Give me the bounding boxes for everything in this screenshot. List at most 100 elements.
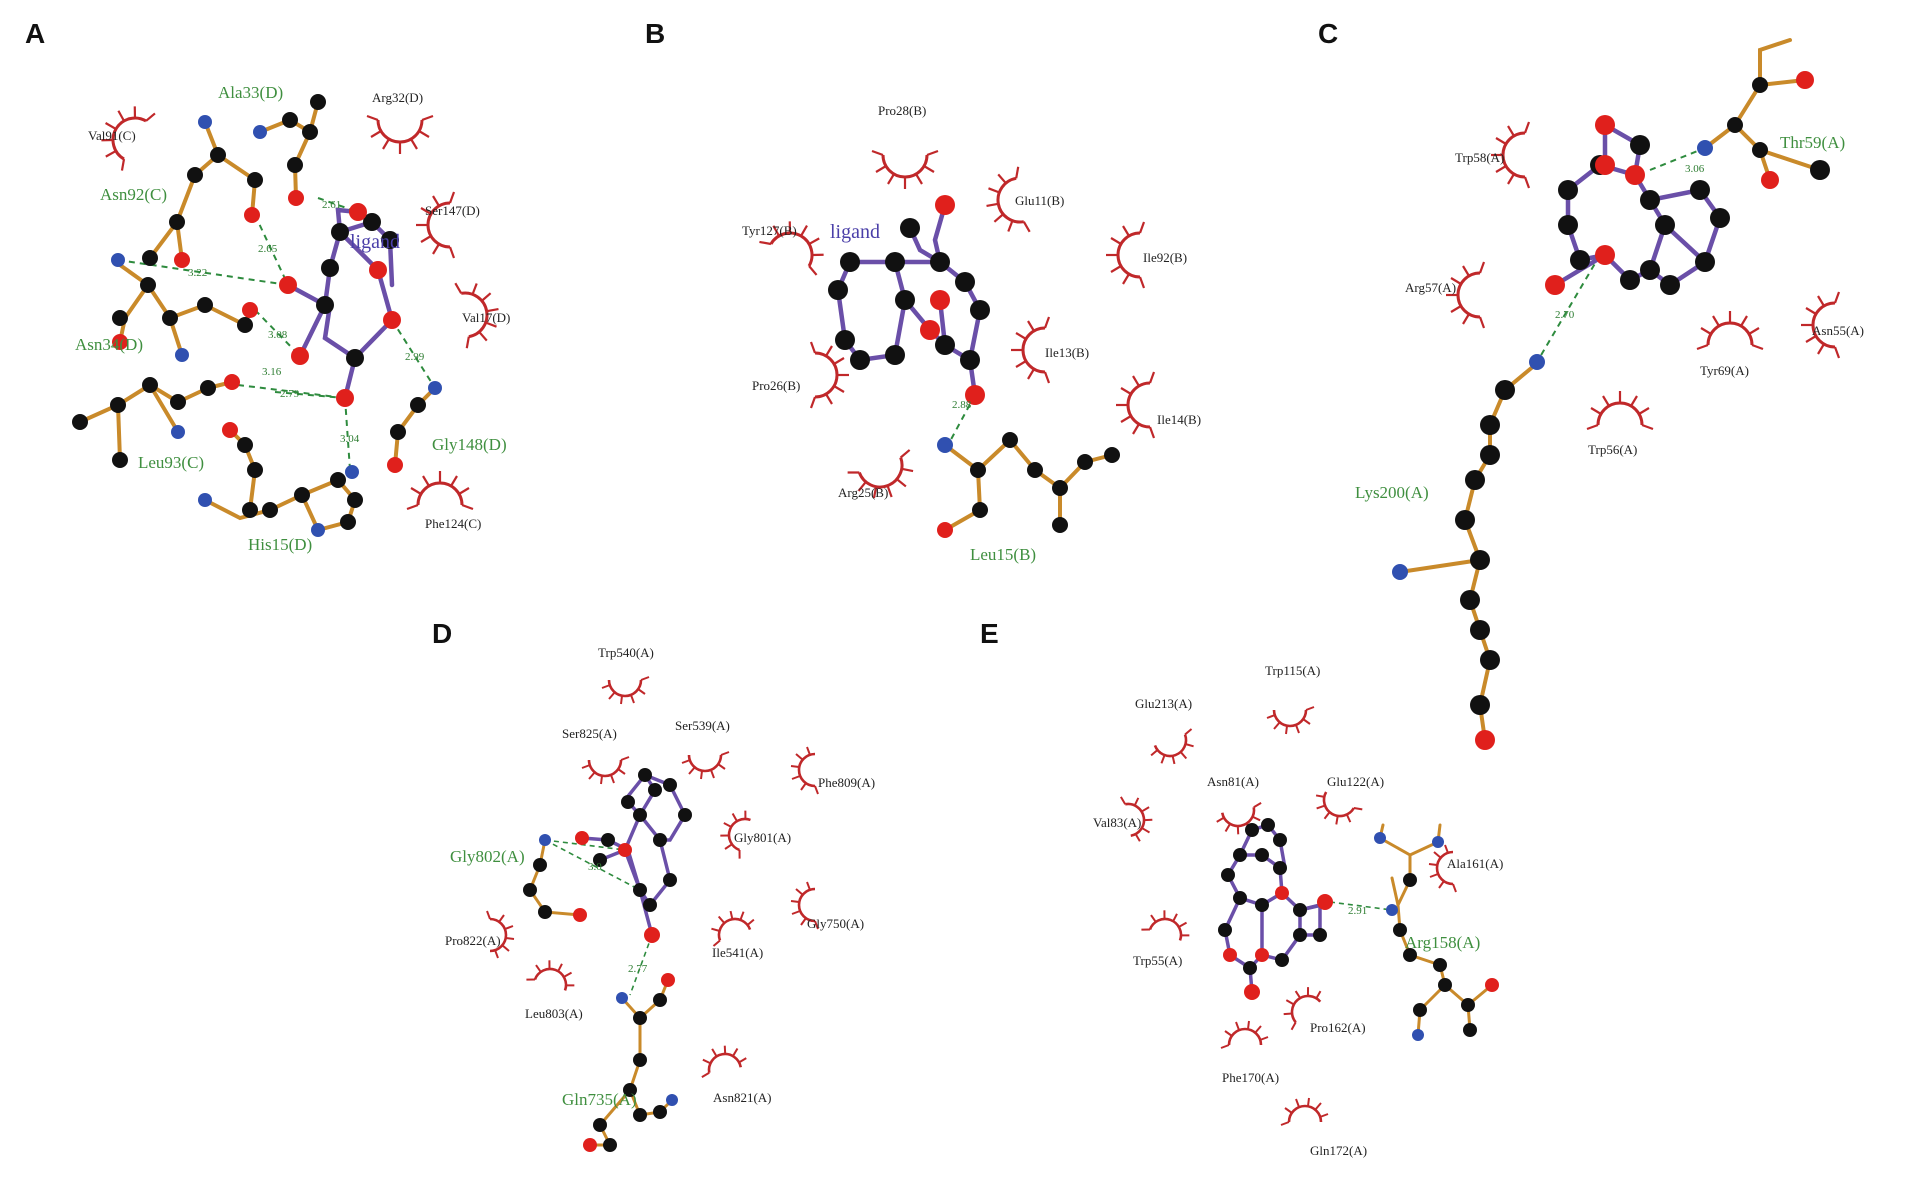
hydrophobic-arc [1219, 1019, 1270, 1050]
hydrophobic-label: Ser539(A) [675, 718, 730, 733]
residue-label: Asn92(C) [100, 185, 167, 204]
hydrophobic-label: Tyr69(A) [1700, 363, 1749, 378]
hydrophobic-arc [757, 207, 838, 277]
hydrophobic-label: Glu11(B) [1015, 193, 1064, 208]
residue-atoms [937, 432, 1120, 538]
hydrophobic-label: Trp55(A) [1133, 953, 1182, 968]
hydrophobic-label: Phe170(A) [1222, 1070, 1279, 1085]
hydrophobic-label: Asn821(A) [713, 1090, 772, 1105]
hydrophobic-label: Asn55(A) [1812, 323, 1864, 338]
hydrophobic-label: Gly750(A) [807, 916, 864, 931]
hydrophobic-arc [1306, 784, 1364, 835]
hydrophobic-arc [414, 190, 456, 260]
distance-label: 2.79 [280, 388, 300, 400]
panel-e: Arg158(A) Trp115(A) Glu213(A) Asn81(A) G… [1093, 663, 1503, 1158]
ligand-atoms [828, 195, 990, 405]
hydrophobic-arc [789, 745, 820, 796]
hydrophobic-arc [1140, 902, 1197, 947]
hydrophobic-label: Trp115(A) [1265, 663, 1320, 678]
residue-atoms [72, 94, 442, 537]
distance-label: 3.22 [188, 267, 207, 279]
hydrophobic-label: Gln172(A) [1310, 1143, 1367, 1158]
distance-label: 3.06 [1685, 163, 1705, 175]
residue-label: Gly802(A) [450, 847, 525, 866]
hydrophobic-label: Pro28(B) [878, 103, 926, 118]
residue-label: Asn34(D) [75, 335, 143, 354]
distance-label: 2.91 [1348, 905, 1367, 917]
hydrophobic-label: Ile14(B) [1157, 412, 1201, 427]
residue-atoms [1392, 71, 1830, 750]
hydrophobic-label: Tyr127(B) [742, 223, 797, 238]
hydrophobic-arc [600, 675, 651, 706]
hydrophobic-label: Trp58(A) [1455, 150, 1504, 165]
hydrophobic-label: Pro162(A) [1310, 1020, 1366, 1035]
ligand-atoms [279, 203, 401, 407]
hydrophobic-arc [1114, 370, 1156, 440]
panel-letter-d: D [432, 618, 453, 649]
residue-label: Leu93(C) [138, 453, 204, 472]
hydrophobic-arc [870, 149, 940, 191]
distance-label: 3.0 [588, 861, 602, 873]
distance-label: 2.99 [405, 351, 425, 363]
hydrophobic-label: Ile92(B) [1143, 250, 1187, 265]
residue-label: Gly148(D) [432, 435, 507, 454]
hydrophobic-arc [1009, 315, 1051, 385]
hydrophobic-arc [1444, 260, 1486, 330]
residue-atoms [1374, 832, 1499, 1041]
ligand-atoms [575, 768, 692, 943]
ligand-label: ligand [830, 221, 880, 243]
hydrophobic-label: Ser147(D) [425, 203, 480, 218]
panel-b: Leu15(B) ligand Pro28(B) Glu11(B) Tyr127… [742, 103, 1201, 564]
hydrophobic-label: Pro822(A) [445, 933, 501, 948]
distance-label: 3.08 [268, 329, 288, 341]
distance-label: 3.04 [340, 433, 360, 445]
residue-label: Leu15(B) [970, 545, 1036, 564]
distance-label: 2.77 [628, 963, 648, 975]
hydrophobic-arc [809, 340, 851, 410]
hydrophobic-label: Ile541(A) [712, 945, 763, 960]
hydrophobic-label: Phe124(C) [425, 516, 481, 531]
hydrophobic-label: Val91(C) [88, 128, 136, 143]
hydrophobic-label: Val83(A) [1093, 815, 1141, 830]
hydrophobic-label: Arg32(D) [372, 90, 423, 105]
hydrophobic-label: Glu122(A) [1327, 774, 1384, 789]
panel-letter-b: B [645, 18, 666, 49]
hydrophobic-label: Gly801(A) [734, 830, 791, 845]
ligand-atoms [1218, 818, 1333, 1000]
hydrophobic-arc [1104, 220, 1146, 290]
panel-a: Ala33(D) Asn92(C) Asn34(D) Leu93(C) His1… [72, 83, 510, 554]
hydrophobic-label: Pro26(B) [752, 378, 800, 393]
hydrophobic-label: Ile13(B) [1045, 345, 1089, 360]
hydrophobic-arc [1695, 309, 1765, 351]
residue-label: Lys200(A) [1355, 483, 1429, 502]
residue-label: Ala33(D) [218, 83, 283, 102]
hydrophobic-label: Trp540(A) [598, 645, 654, 660]
residue-label: His15(D) [248, 535, 312, 554]
distance-label: 2.61 [322, 199, 341, 211]
hydrophobic-arc [365, 114, 435, 156]
hydrophobic-arc [1585, 389, 1655, 431]
hydrophobic-arc [680, 750, 731, 781]
residue-atoms [523, 834, 678, 1152]
hydrophobic-arc [702, 903, 759, 948]
hydrophobic-label: Leu803(A) [525, 1006, 583, 1021]
hydrophobic-arc [1279, 1096, 1330, 1127]
residue-label: Thr59(A) [1780, 133, 1845, 152]
panel-d: Gly802(A) Gln735(A) Trp540(A) Ser825(A) … [445, 645, 875, 1152]
panel-letter-e: E [980, 618, 999, 649]
hydrophobic-arc [1265, 705, 1316, 736]
hydrophobic-label: Glu213(A) [1135, 696, 1192, 711]
panel-c: Thr59(A) Lys200(A) Trp58(A) Arg57(A) Asn… [1355, 38, 1864, 750]
distance-label: 2.70 [1555, 309, 1575, 321]
hydrophobic-arc [1146, 727, 1203, 772]
distance-label: 2.65 [258, 243, 278, 255]
hydrophobic-label: Asn81(A) [1207, 774, 1259, 789]
hydrophobic-arc [525, 952, 582, 997]
panel-letter-c: C [1318, 18, 1339, 49]
ligand-atoms [1545, 115, 1730, 295]
hydrophobic-label: Arg25(B) [838, 485, 888, 500]
residue-label: Gln735(A) [562, 1090, 637, 1109]
hydrophobic-arc [405, 469, 475, 511]
hydrophobic-label: Trp56(A) [1588, 442, 1637, 457]
